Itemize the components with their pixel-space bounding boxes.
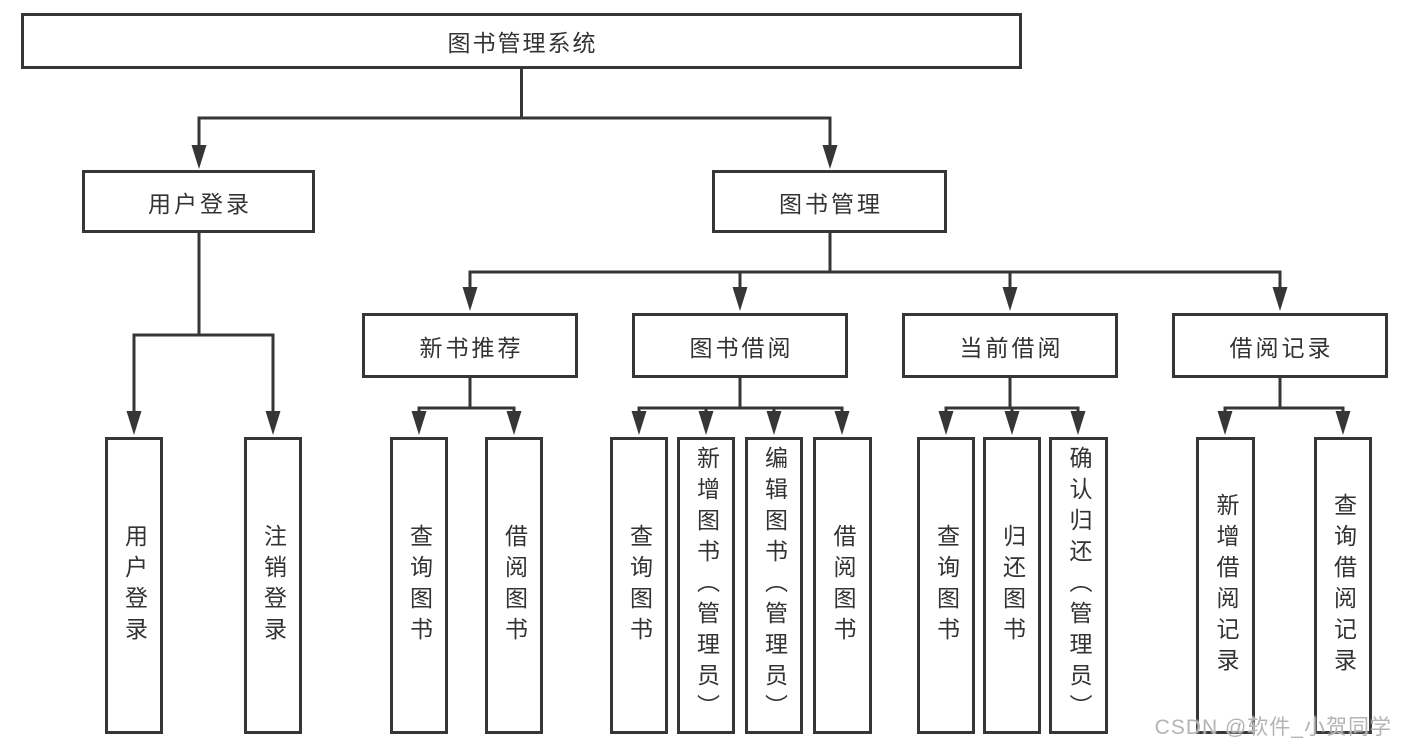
- leaf-query-books-current: 查询图书: [917, 437, 975, 734]
- leaf-query-borrow-record: 查询借阅记录: [1314, 437, 1372, 734]
- node-library-system: 图书管理系统: [21, 13, 1022, 69]
- leaf-return-book: 归还图书: [983, 437, 1041, 734]
- leaf-borrow-books: 借阅图书: [813, 437, 872, 734]
- node-book-management: 图书管理: [712, 170, 947, 233]
- leaf-confirm-return-admin: 确认归还（管理员）: [1049, 437, 1108, 734]
- leaf-add-borrow-record: 新增借阅记录: [1196, 437, 1255, 734]
- leaf-logout: 注销登录: [244, 437, 302, 734]
- leaf-query-books-borrow: 查询图书: [610, 437, 668, 734]
- leaf-add-book-admin: 新增图书（管理员）: [677, 437, 735, 734]
- csdn-watermark: CSDN @软件_小贺同学: [1154, 716, 1392, 739]
- node-new-book-recommend: 新书推荐: [362, 313, 578, 378]
- node-borrow-records: 借阅记录: [1172, 313, 1388, 378]
- leaf-borrow-books-recommend: 借阅图书: [485, 437, 543, 734]
- node-user-login: 用户登录: [82, 170, 315, 233]
- node-book-borrow: 图书借阅: [632, 313, 848, 378]
- leaf-edit-book-admin: 编辑图书（管理员）: [745, 437, 803, 734]
- leaf-query-books-recommend: 查询图书: [390, 437, 448, 734]
- node-current-borrow: 当前借阅: [902, 313, 1118, 378]
- leaf-user-login: 用户登录: [105, 437, 163, 734]
